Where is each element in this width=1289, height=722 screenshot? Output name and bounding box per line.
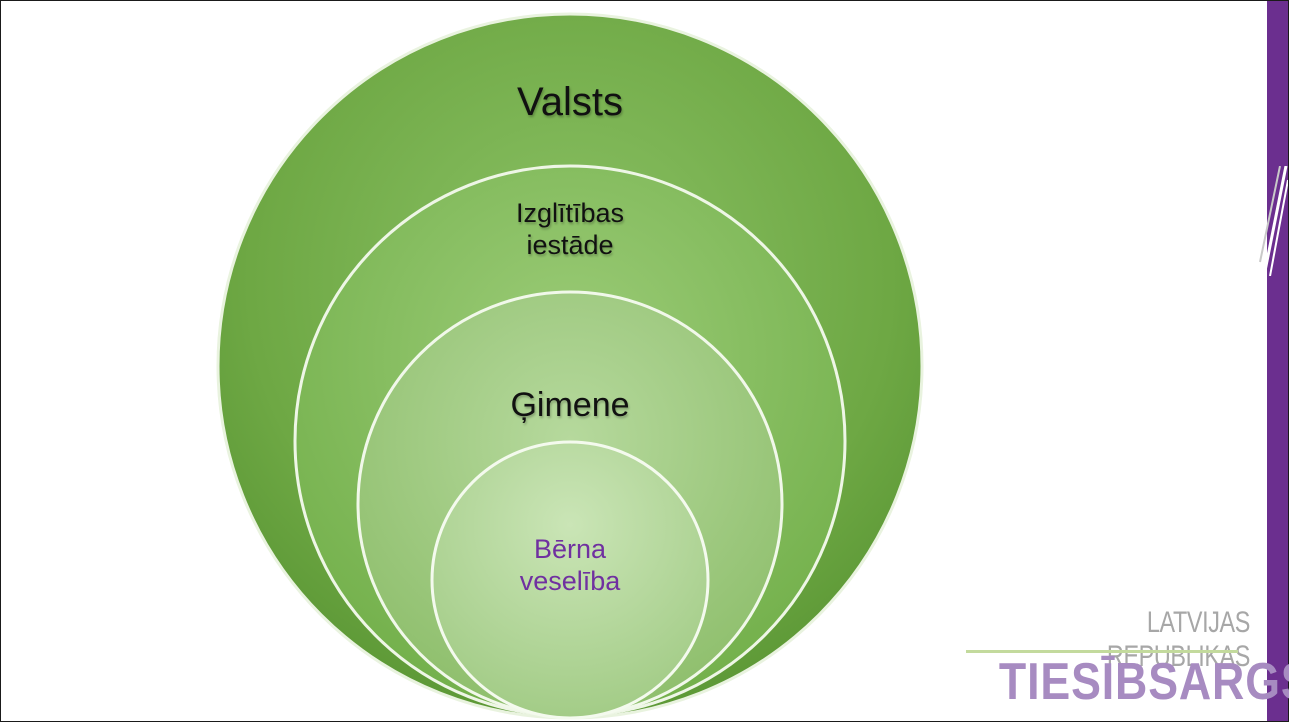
- label-gimene: Ģimene: [510, 386, 630, 424]
- logo-line1: LATVIJAS REPUBLIKAS: [1106, 606, 1250, 673]
- label-izglitibas-iestade: Izglītības iestāde: [470, 198, 670, 262]
- label-berna-veseliba: Bērna veselība: [470, 534, 670, 598]
- decorative-stripes: [1259, 166, 1288, 276]
- logo-divider: [966, 650, 1238, 653]
- label-izglitibas-iestade-text: Izglītības iestāde: [515, 198, 625, 260]
- ring-berna-veseliba: [430, 440, 710, 720]
- logo-line2: TIESĪBSARGS: [998, 653, 1289, 711]
- label-berna-veseliba-text: Bērna veselība: [519, 534, 621, 596]
- label-valsts: Valsts: [517, 80, 623, 124]
- tiesibsargs-logo: LATVIJAS REPUBLIKAS TIESĪBSARGS: [960, 606, 1289, 716]
